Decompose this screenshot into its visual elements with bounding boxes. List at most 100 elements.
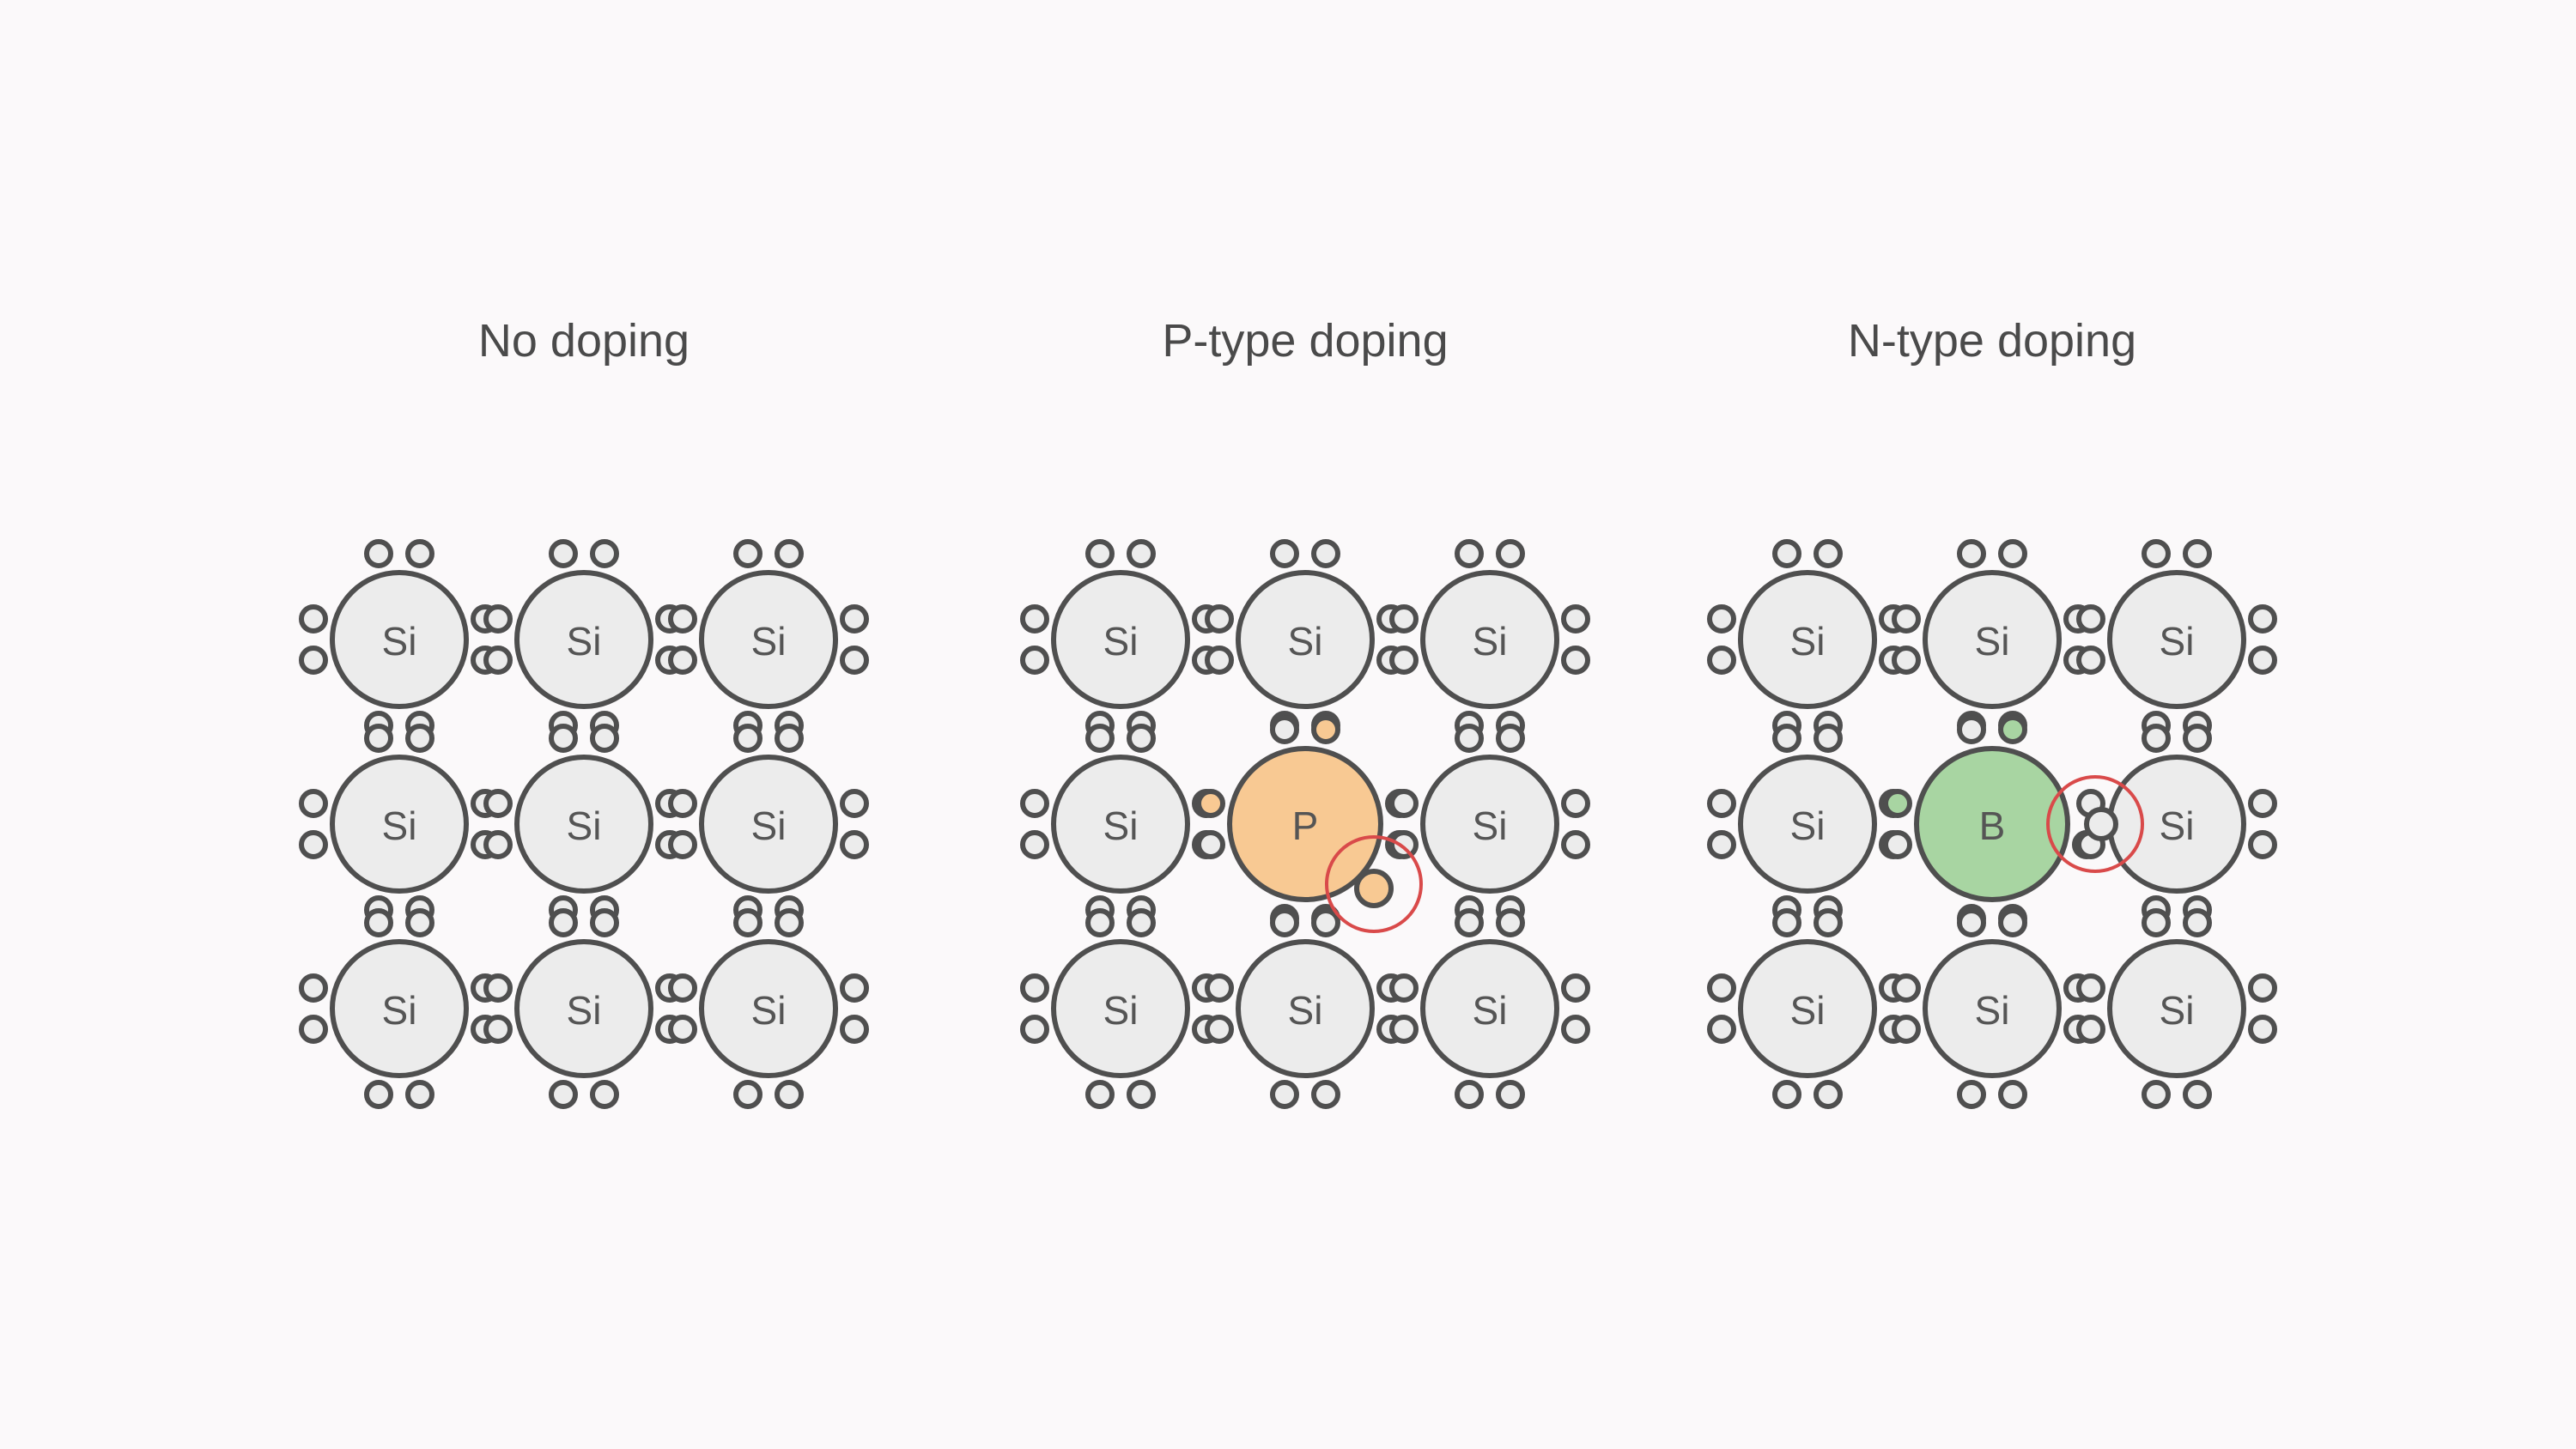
atom-si-core[interactable]: [1738, 570, 1877, 709]
atom-si-core[interactable]: [1420, 570, 1559, 709]
atom-si-core[interactable]: [1420, 755, 1559, 894]
valence-electron: [1389, 604, 1419, 634]
valence-electron: [1707, 789, 1736, 818]
atom-label: Si: [751, 619, 787, 664]
valence-electron: [2076, 973, 2105, 1003]
valence-electron: [1561, 604, 1590, 634]
atom-si-core[interactable]: [1051, 939, 1190, 1078]
valence-electron: [405, 908, 434, 937]
valence-electron: [299, 830, 328, 859]
atom-si-core[interactable]: [1420, 939, 1559, 1078]
valence-electron: [733, 539, 762, 568]
valence-electron: [840, 604, 869, 634]
valence-electron: [775, 539, 804, 568]
atom-label: Si: [751, 803, 787, 848]
valence-electron: [668, 1015, 697, 1044]
valence-electron: [1085, 724, 1115, 753]
valence-electron: [775, 1080, 804, 1109]
valence-electron: [483, 830, 513, 859]
valence-electron: [2248, 1015, 2277, 1044]
valence-electron: [1270, 908, 1299, 937]
atom-label: Si: [382, 803, 417, 848]
atom-si-core[interactable]: [514, 755, 653, 894]
atom-si-core[interactable]: [1236, 939, 1375, 1078]
valence-electron: [775, 908, 804, 937]
valence-electron: [1020, 789, 1049, 818]
valence-electron: [1020, 830, 1049, 859]
valence-electron: [840, 646, 869, 675]
valence-electron: [668, 830, 697, 859]
valence-electron: [2076, 604, 2105, 634]
atom-b-core[interactable]: [1914, 746, 2070, 902]
atom-label: Si: [1790, 988, 1826, 1033]
atom-label: Si: [1103, 619, 1139, 664]
valence-electron: [364, 1080, 393, 1109]
atom-label: Si: [2160, 619, 2195, 664]
atom-si-core[interactable]: [330, 570, 469, 709]
valence-electron: [1389, 973, 1419, 1003]
atom-label: B: [1979, 803, 2006, 848]
valence-electron: [840, 789, 869, 818]
valence-electron: [549, 908, 578, 937]
atom-si-core[interactable]: [1051, 755, 1190, 894]
atom-si-core[interactable]: [2107, 939, 2246, 1078]
valence-electron: [1205, 1015, 1234, 1044]
atom-label: Si: [1473, 988, 1508, 1033]
atom-si-core[interactable]: [514, 570, 653, 709]
valence-electron: [1127, 1080, 1156, 1109]
atom-si-core[interactable]: [699, 755, 838, 894]
valence-electron: [1127, 724, 1156, 753]
atom-label: Si: [567, 988, 602, 1033]
atom-si-core[interactable]: [2107, 570, 2246, 709]
valence-electron: [2183, 908, 2212, 937]
atom-label: Si: [1790, 803, 1826, 848]
valence-electron: [549, 539, 578, 568]
valence-electron: [840, 830, 869, 859]
valence-electron: [2142, 539, 2171, 568]
valence-electron: [299, 973, 328, 1003]
valence-electron: [1957, 1080, 1986, 1109]
valence-electron: [364, 724, 393, 753]
valence-electron: [1270, 539, 1299, 568]
atom-si-core[interactable]: [699, 939, 838, 1078]
valence-electron: [1085, 539, 1115, 568]
valence-electron: [1561, 830, 1590, 859]
valence-electron: [1389, 789, 1419, 818]
atom-si-core[interactable]: [514, 939, 653, 1078]
atom-label: Si: [1288, 988, 1323, 1033]
valence-electron: [2248, 830, 2277, 859]
atom-si-core[interactable]: [1738, 939, 1877, 1078]
valence-electron: [1020, 973, 1049, 1003]
valence-electron: [733, 1080, 762, 1109]
valence-electron: [299, 789, 328, 818]
atom-si-core[interactable]: [1738, 755, 1877, 894]
valence-electron: [2183, 539, 2212, 568]
valence-electron: [668, 646, 697, 675]
free-electron: [1354, 869, 1394, 908]
atom-si-core[interactable]: [330, 939, 469, 1078]
atom-label: Si: [567, 619, 602, 664]
valence-electron: [2183, 724, 2212, 753]
valence-electron: [1561, 1015, 1590, 1044]
atom-si-core[interactable]: [1923, 939, 2062, 1078]
valence-electron: [1892, 1015, 1921, 1044]
valence-electron: [1814, 724, 1843, 753]
valence-electron: [733, 724, 762, 753]
atom-si-core[interactable]: [1236, 570, 1375, 709]
atom-si-core[interactable]: [1051, 570, 1190, 709]
atom-si-core[interactable]: [330, 755, 469, 894]
atom-label: Si: [1103, 803, 1139, 848]
valence-electron: [483, 1015, 513, 1044]
atom-si-core[interactable]: [1923, 570, 2062, 709]
atom-si-core[interactable]: [699, 570, 838, 709]
valence-electron: [840, 973, 869, 1003]
valence-electron: [405, 724, 434, 753]
valence-electron: [483, 646, 513, 675]
valence-electron: [775, 724, 804, 753]
atom-p-core[interactable]: [1227, 746, 1383, 902]
valence-electron: [1311, 539, 1340, 568]
valence-electron: [405, 1080, 434, 1109]
